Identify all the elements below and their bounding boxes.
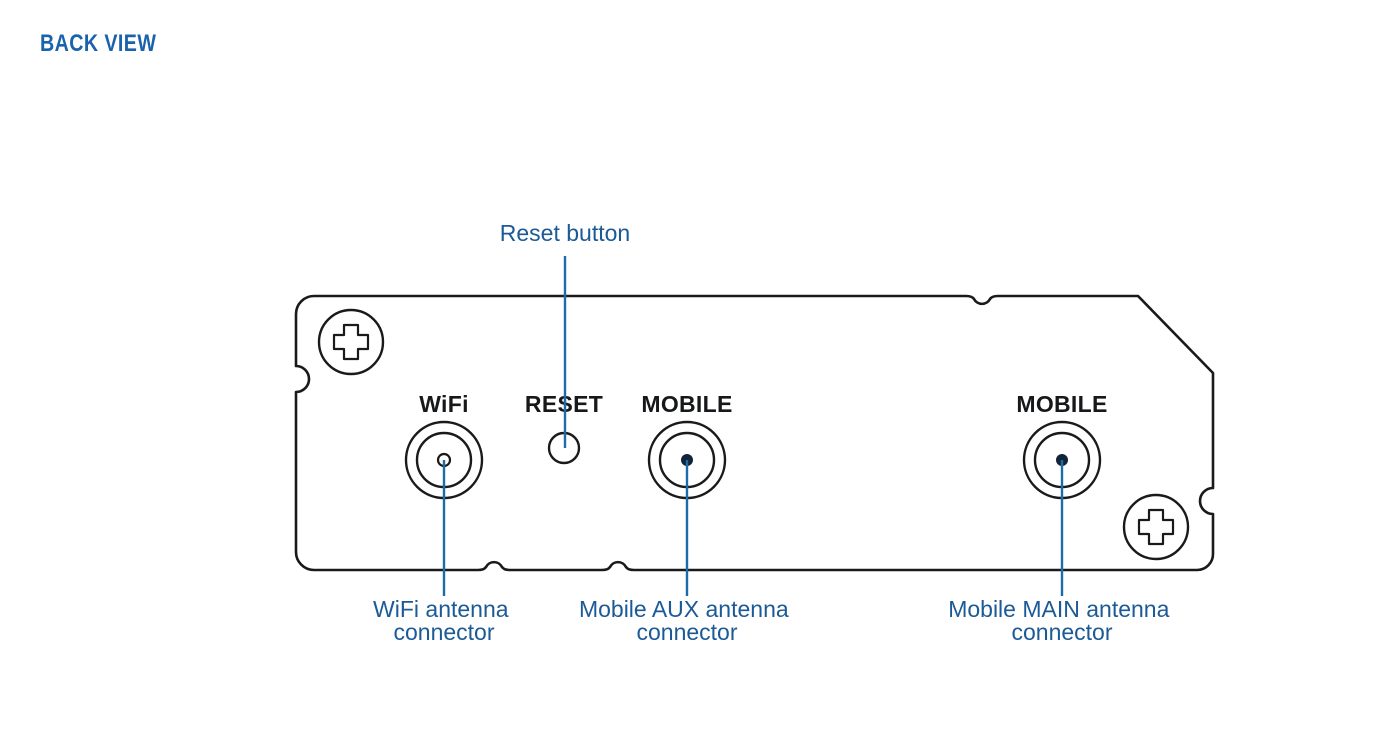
phillips-cross-icon xyxy=(1137,508,1175,546)
callout-line: connector xyxy=(1011,619,1112,645)
silkscreen-label-wifi: WiFi xyxy=(419,391,469,417)
screw-bottom-right xyxy=(1122,493,1190,561)
callout-line: WiFi antenna xyxy=(373,596,509,622)
callout-reset-button: Reset button xyxy=(500,220,630,246)
callout-mobile-main-antenna: Mobile MAIN antenna connector xyxy=(948,596,1176,645)
callout-line: Mobile AUX antenna xyxy=(579,596,789,622)
callout-line: connector xyxy=(393,619,494,645)
callout-wifi-antenna: WiFi antenna connector xyxy=(373,596,515,645)
callout-line: connector xyxy=(636,619,737,645)
callout-line: Mobile MAIN antenna xyxy=(948,596,1169,622)
silkscreen-label-mobile-aux: MOBILE xyxy=(641,391,732,417)
callout-line: Reset button xyxy=(500,220,630,246)
callout-mobile-aux-antenna: Mobile AUX antenna connector xyxy=(579,596,795,645)
silkscreen-label-mobile-main: MOBILE xyxy=(1016,391,1107,417)
page-title: BACK VIEW xyxy=(40,30,157,57)
screw-top-left xyxy=(317,308,385,376)
device-outline xyxy=(294,294,1215,572)
device-enclosure xyxy=(294,294,1215,572)
phillips-cross-icon xyxy=(332,323,370,361)
